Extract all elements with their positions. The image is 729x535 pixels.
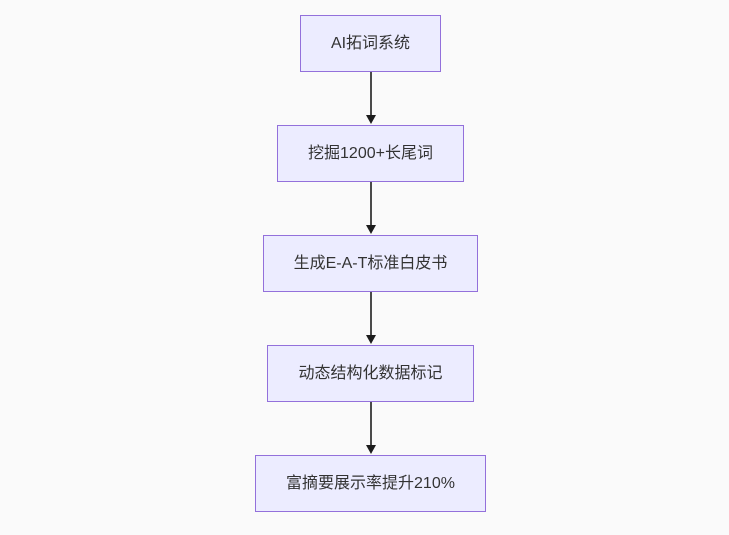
flow-arrow-connector [365,182,377,235]
flow-node-ai-system: AI拓词系统 [299,15,442,72]
flowchart-canvas: AI拓词系统 挖掘1200+长尾词 生成E-A-T标准白皮书 动态结构化数据标记… [6,0,729,535]
arrow-line [369,72,372,116]
arrowhead-down-icon [365,335,376,344]
flow-node-eat-whitepaper: 生成E-A-T标准白皮书 [262,235,479,292]
flow-arrow-connector [365,292,377,345]
arrow-line [369,402,372,446]
arrow-line [369,182,372,226]
flow-node-label: AI拓词系统 [330,35,411,52]
flow-node-label: 动态结构化数据标记 [298,365,443,382]
flow-arrow-connector [365,72,377,125]
arrowhead-down-icon [365,115,376,124]
arrowhead-down-icon [365,225,376,234]
flow-node-structured-data: 动态结构化数据标记 [267,345,474,402]
flow-node-longtail-mining: 挖掘1200+长尾词 [277,125,464,182]
arrowhead-down-icon [365,445,376,454]
flow-node-label: 挖掘1200+长尾词 [308,145,433,162]
flow-node-rich-snippet-result: 富摘要展示率提升210% [255,455,486,512]
arrow-line [369,292,372,336]
flow-node-label: 富摘要展示率提升210% [286,475,455,492]
flow-arrow-connector [365,402,377,455]
flow-node-label: 生成E-A-T标准白皮书 [293,255,448,272]
